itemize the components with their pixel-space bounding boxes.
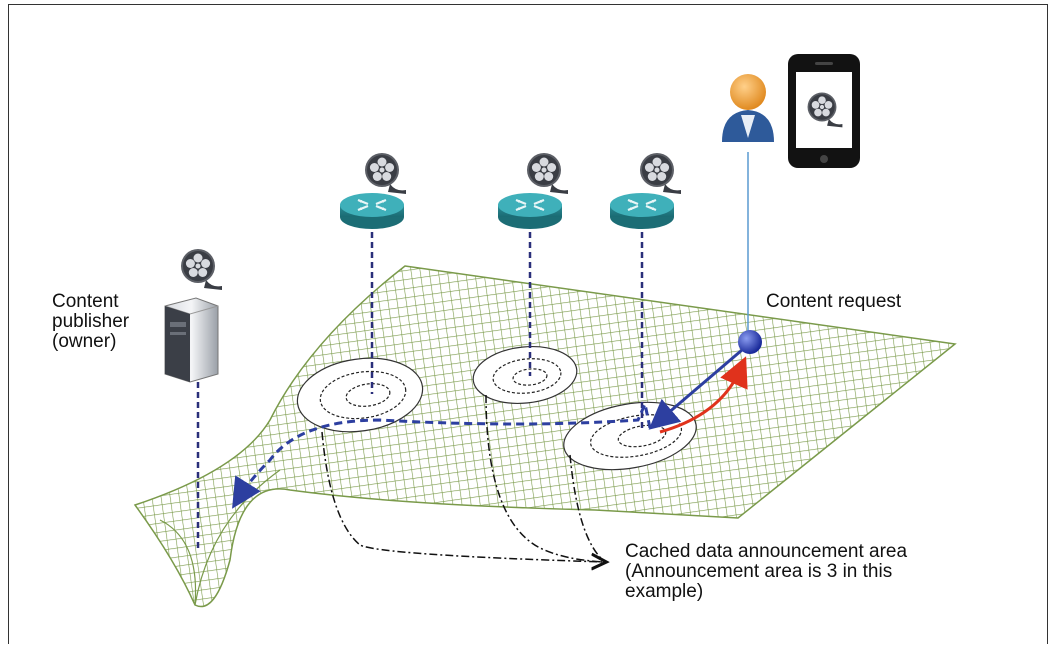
request-point bbox=[738, 330, 762, 354]
router-icon-1 bbox=[338, 191, 406, 231]
response-arrow-red bbox=[659, 356, 748, 434]
router-icon-3 bbox=[608, 191, 676, 231]
publisher-label-line1: Content bbox=[52, 291, 119, 312]
publisher-label: Content publisher (owner) bbox=[52, 292, 192, 352]
film-reel-icon-publisher bbox=[178, 246, 222, 290]
data-path-blue bbox=[232, 399, 652, 509]
announcement-area-1 bbox=[296, 357, 424, 433]
publisher-label-line3: (owner) bbox=[52, 331, 117, 352]
cached-area-label: Cached data announcement area (Announcem… bbox=[625, 542, 1025, 602]
server-icon bbox=[164, 297, 219, 383]
user-icon bbox=[722, 74, 774, 142]
cached-area-label-line3: example) bbox=[625, 581, 704, 602]
cached-area-label-line2: (Announcement area is 3 in this bbox=[625, 561, 893, 582]
announcement-arrows bbox=[321, 394, 605, 562]
cached-area-label-line1: Cached data announcement area bbox=[625, 541, 908, 562]
router-icon-2 bbox=[496, 191, 564, 231]
smartphone-icon bbox=[788, 54, 860, 168]
publisher-label-line2: publisher bbox=[52, 311, 130, 332]
film-reel-icon-router-1 bbox=[362, 150, 406, 194]
router-links bbox=[196, 222, 644, 548]
diagram-frame bbox=[8, 4, 1048, 644]
film-reel-icon-router-2 bbox=[524, 150, 568, 194]
film-reel-icon-router-3 bbox=[637, 150, 681, 194]
announcement-area-2 bbox=[472, 346, 578, 404]
content-request-label: Content request bbox=[766, 291, 902, 312]
